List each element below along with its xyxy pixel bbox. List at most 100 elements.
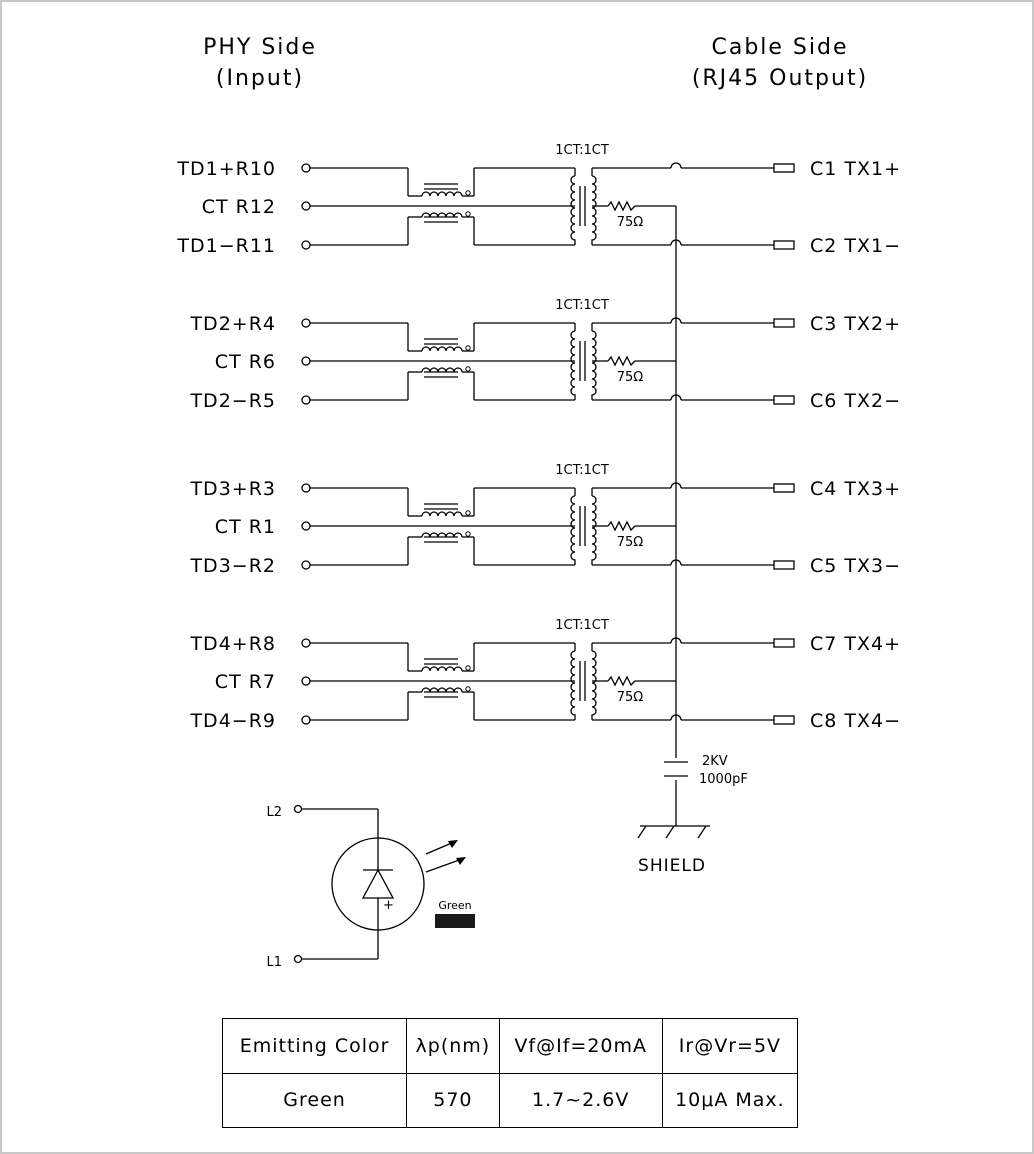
table-row: Green 570 1.7~2.6V 10μA Max. xyxy=(221,1072,799,1128)
led-plus-label: + xyxy=(383,898,394,913)
input-pin-label: TD1+R10 xyxy=(176,158,276,180)
input-terminal xyxy=(301,163,311,173)
choke-winding xyxy=(421,346,463,352)
rj45-terminal xyxy=(773,240,795,250)
capacitor-voltage-label: 2KV xyxy=(702,754,728,769)
input-pin-label: CT R7 xyxy=(215,671,276,693)
input-terminal xyxy=(301,676,311,686)
table-header-cell: Vf@If=20mA xyxy=(498,1018,663,1074)
polarity-dot xyxy=(465,190,471,196)
ground-hatch xyxy=(665,825,675,839)
output-pin-label: C4 TX3+ xyxy=(810,478,901,500)
polarity-dot xyxy=(465,211,471,217)
input-terminal xyxy=(301,560,311,570)
resistor-label: 75Ω xyxy=(617,535,644,550)
primary-winding xyxy=(570,330,576,400)
choke-winding xyxy=(421,212,463,218)
input-pin-label: TD4−R9 xyxy=(189,710,276,732)
choke-winding xyxy=(421,191,463,197)
input-pin-label: TD4+R8 xyxy=(189,633,276,655)
arrow-head xyxy=(448,840,458,848)
rj45-terminal xyxy=(773,395,795,405)
polarity-dot xyxy=(465,366,471,372)
input-pin-label: CT R12 xyxy=(202,196,276,218)
ground-hatch xyxy=(637,825,647,839)
table-cell: 1.7~2.6V xyxy=(498,1072,663,1128)
secondary-winding xyxy=(591,650,597,720)
input-terminal xyxy=(301,240,311,250)
table-header-cell: Emitting Color xyxy=(221,1018,408,1074)
arrow-head xyxy=(456,857,466,865)
led-color-label: Green xyxy=(438,899,471,912)
output-pin-label: C7 TX4+ xyxy=(810,633,901,655)
shield-label: SHIELD xyxy=(638,856,706,876)
turns-ratio-label: 1CT:1CT xyxy=(555,618,609,633)
table-cell: 570 xyxy=(406,1072,500,1128)
choke-winding xyxy=(421,367,463,373)
primary-winding xyxy=(570,650,576,720)
capacitor-value-label: 1000pF xyxy=(699,772,748,787)
input-terminal xyxy=(301,395,311,405)
secondary-winding xyxy=(591,330,597,400)
led-pin-label: L1 xyxy=(266,955,282,970)
ground-bus: 2KV 1000pF SHIELD xyxy=(637,206,748,876)
output-pin-label: C6 TX2− xyxy=(810,390,901,412)
table-cell: 10μA Max. xyxy=(661,1072,799,1128)
table-header-row: Emitting Color λp(nm) Vf@If=20mA Ir@Vr=5… xyxy=(221,1018,799,1074)
polarity-dot xyxy=(465,686,471,692)
input-terminal xyxy=(301,201,311,211)
emission-arrow xyxy=(425,841,455,855)
input-terminal xyxy=(301,715,311,725)
emission-arrow xyxy=(425,858,463,873)
input-pin-label: TD2−R5 xyxy=(189,390,276,412)
table-header-cell: λp(nm) xyxy=(406,1018,500,1074)
polarity-dot xyxy=(465,510,471,516)
phy-side-heading: PHY Side xyxy=(203,35,317,60)
transformer-schematic: PHY Side (Input) Cable Side (RJ45 Output… xyxy=(176,35,901,970)
input-terminal xyxy=(301,356,311,366)
rj45-terminal xyxy=(773,715,795,725)
secondary-winding xyxy=(591,175,597,245)
primary-winding xyxy=(570,495,576,565)
secondary-winding xyxy=(591,495,597,565)
output-pin-label: C1 TX1+ xyxy=(810,158,901,180)
input-pin-label: CT R6 xyxy=(215,351,276,373)
resistor-label: 75Ω xyxy=(617,690,644,705)
led-pin-label: L2 xyxy=(266,805,282,820)
output-pin-label: C2 TX1− xyxy=(810,235,901,257)
table-cell: Green xyxy=(221,1072,408,1128)
phy-input-heading: (Input) xyxy=(216,66,304,91)
cable-output-heading: (RJ45 Output) xyxy=(692,66,868,91)
input-pin-label: TD2+R4 xyxy=(189,313,276,335)
input-terminal xyxy=(301,638,311,648)
output-pin-label: C8 TX4− xyxy=(810,710,901,732)
resistor-label: 75Ω xyxy=(617,215,644,230)
input-pin-label: TD1−R11 xyxy=(176,235,276,257)
resistor-label: 75Ω xyxy=(617,370,644,385)
turns-ratio-label: 1CT:1CT xyxy=(555,298,609,313)
table-header-cell: Ir@Vr=5V xyxy=(661,1018,799,1074)
cable-side-heading: Cable Side xyxy=(711,35,848,60)
channel-4: TD4+R8 CT R7 TD4−R9 1CT:1CT 75Ω C7 TX4+ C8 TX4… xyxy=(189,618,901,732)
led-terminal xyxy=(293,804,303,814)
turns-ratio-label: 1CT:1CT xyxy=(555,143,609,158)
turns-ratio-label: 1CT:1CT xyxy=(555,463,609,478)
input-pin-label: TD3+R3 xyxy=(189,478,276,500)
choke-winding xyxy=(421,511,463,517)
led-color-swatch xyxy=(435,914,475,928)
input-terminal xyxy=(301,483,311,493)
ground-hatch xyxy=(697,825,707,839)
choke-winding xyxy=(421,532,463,538)
resistor xyxy=(607,200,636,212)
rj45-terminal xyxy=(773,483,795,493)
led-spec-table: Emitting Color λp(nm) Vf@If=20mA Ir@Vr=5… xyxy=(221,1018,799,1128)
rj45-terminal xyxy=(773,560,795,570)
led-terminal xyxy=(293,954,303,964)
wire-crossover xyxy=(670,162,682,169)
input-terminal xyxy=(301,521,311,531)
